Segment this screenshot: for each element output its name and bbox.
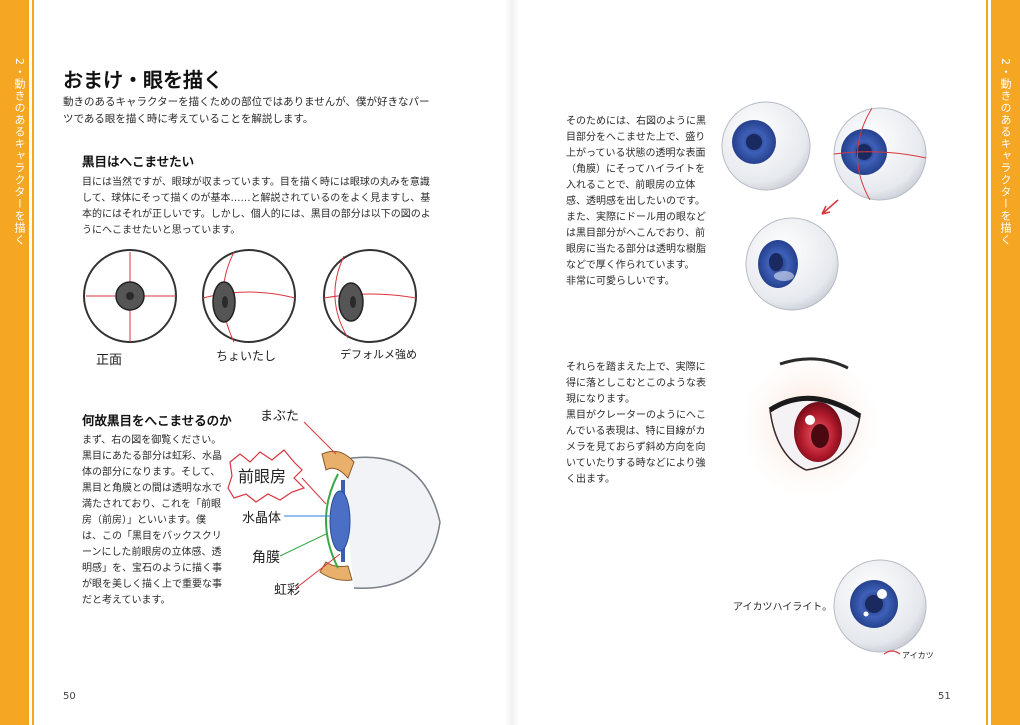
highlight-caption: アイカツハイライト。: [733, 602, 833, 613]
label-lens: 水晶体: [242, 511, 281, 526]
label-eyelid: まぶた: [260, 409, 299, 424]
side-tab-stripe: [988, 0, 991, 725]
eye-diagram-deformed: [323, 249, 417, 343]
section-body-2: まず、右の図を御覧ください。黒目にあたる部分は虹彩、水晶体の部分になります。そし…: [82, 435, 222, 606]
side-tab-right: 2・動きのあるキャラクターを描く: [986, 0, 1020, 725]
eye-label-front: 正面: [96, 353, 122, 368]
side-tab-left: 2・動きのあるキャラクターを描く: [0, 0, 34, 725]
doll-eye-front: [721, 101, 811, 191]
eye-label-slight: ちょいたし: [216, 349, 276, 363]
side-tab-label: 2・動きのあるキャラクターを描く: [13, 58, 26, 246]
section-heading-1: 黒目はへこませたい: [82, 154, 195, 169]
side-tab-label: 2・動きのあるキャラクターを描く: [999, 58, 1012, 246]
arrow-icon: [821, 199, 839, 215]
right-para-4: それらを踏まえた上で、実際に得に落としこむとこのような表現になります。: [566, 362, 706, 405]
anime-eye-illustration: [742, 356, 878, 496]
right-para-1: そのためには、右図のように黒目部分をへこませた上で、盛り上がっている状態の透明な…: [566, 116, 706, 207]
section-body-1: 目には当然ですが、眼球が収まっています。目を描く時には眼球の丸みを意識して、球体…: [82, 177, 431, 236]
book-spine-shadow: [505, 0, 519, 725]
intro-text: 動きのあるキャラクターを描くための部位ではありませんが、僕が好きなパーツである眼…: [63, 96, 430, 125]
label-cornea: 角膜: [252, 550, 280, 566]
right-para-2: また、実際にドール用の眼などは黒目部分がへこんでおり、前眼房に当たる部分は透明な…: [566, 212, 706, 271]
label-anterior-chamber: 前眼房: [238, 467, 286, 486]
doll-eye-guides: [833, 107, 927, 201]
doll-eye-illustrations: [721, 101, 927, 311]
page-number-right: 51: [938, 691, 951, 702]
section-heading-2: 何故黒目をへこませるのか: [82, 413, 232, 428]
right-para-3: 非常に可愛らしいです。: [566, 276, 675, 287]
page-number-left: 50: [63, 691, 76, 702]
signature-text: アイカツ: [902, 651, 934, 660]
eye-label-deformed: デフォルメ強め: [340, 347, 417, 361]
highlight-eye-illustration: アイカツ: [833, 559, 934, 660]
side-tab-stripe: [29, 0, 32, 725]
eye-guide-diagrams: 正面 ちょいたし デフォルメ強め: [83, 249, 417, 368]
right-para-5: 黒目がクレーターのようにへこんでいる表現は、特に目線がカメラを見ておらず斜め方向…: [566, 410, 706, 485]
label-iris: 虹彩: [274, 583, 300, 598]
eye-cross-section-diagram: まぶた 前眼房 水晶体 角膜 虹彩: [227, 409, 441, 598]
eye-diagram-front: [83, 249, 177, 343]
page-title: おまけ・眼を描く: [63, 68, 223, 92]
eye-diagram-slight-turn: [202, 249, 296, 343]
doll-eye-side: [745, 217, 839, 311]
